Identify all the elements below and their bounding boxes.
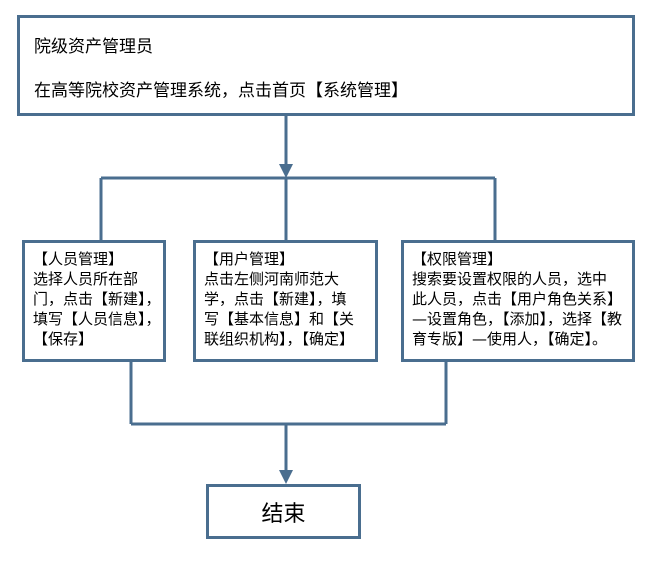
permission-management-box: 【权限管理】 搜索要设置权限的人员，选中 此人员，点击【用户角色关系】 —设置角… [401,240,635,362]
step-line: 【用户管理】 [204,250,295,268]
start-box: 院级资产管理员 在高等院校资产管理系统，点击首页【系统管理】 [17,15,635,116]
step-line: 育专版】—使用人，【确定】。 [412,330,608,348]
role-text: 院级资产管理员 [34,37,153,57]
step-line: 写【基本信息】和【关 [204,310,355,328]
personnel-management-box: 【人员管理】 选择人员所在部 门，点击【新建】， 填写【人员信息】， 【保存】 [22,240,166,362]
step-line: 填写【人员信息】， [33,310,161,328]
step-line: 【保存】 [33,330,94,348]
user-management-box: 【用户管理】 点击左侧河南师范大 学，点击【新建】，填 写【基本信息】和【关 联… [193,240,378,362]
step-line: 【人员管理】 [33,250,124,268]
end-label: 结束 [261,501,306,527]
step-line: 门，点击【新建】， [33,290,161,308]
end-box: 结束 [206,484,361,539]
step-line: 点击左侧河南师范大 [204,270,340,288]
step-line: 【权限管理】 [412,250,503,268]
arrowhead-top [279,164,293,178]
step-line: 联组织机构】，【确定】 [204,330,355,348]
arrowhead-bottom [279,470,293,484]
step-line: 搜索要设置权限的人员，选中 [412,270,608,288]
step-line: 选择人员所在部 [33,270,139,288]
instruction-text: 在高等院校资产管理系统，点击首页【系统管理】 [34,81,408,101]
step-line: 学，点击【新建】，填 [204,290,347,308]
step-line: —设置角色，【添加】，选择【教 [412,310,623,328]
step-line: 此人员，点击【用户角色关系】 [412,290,623,308]
